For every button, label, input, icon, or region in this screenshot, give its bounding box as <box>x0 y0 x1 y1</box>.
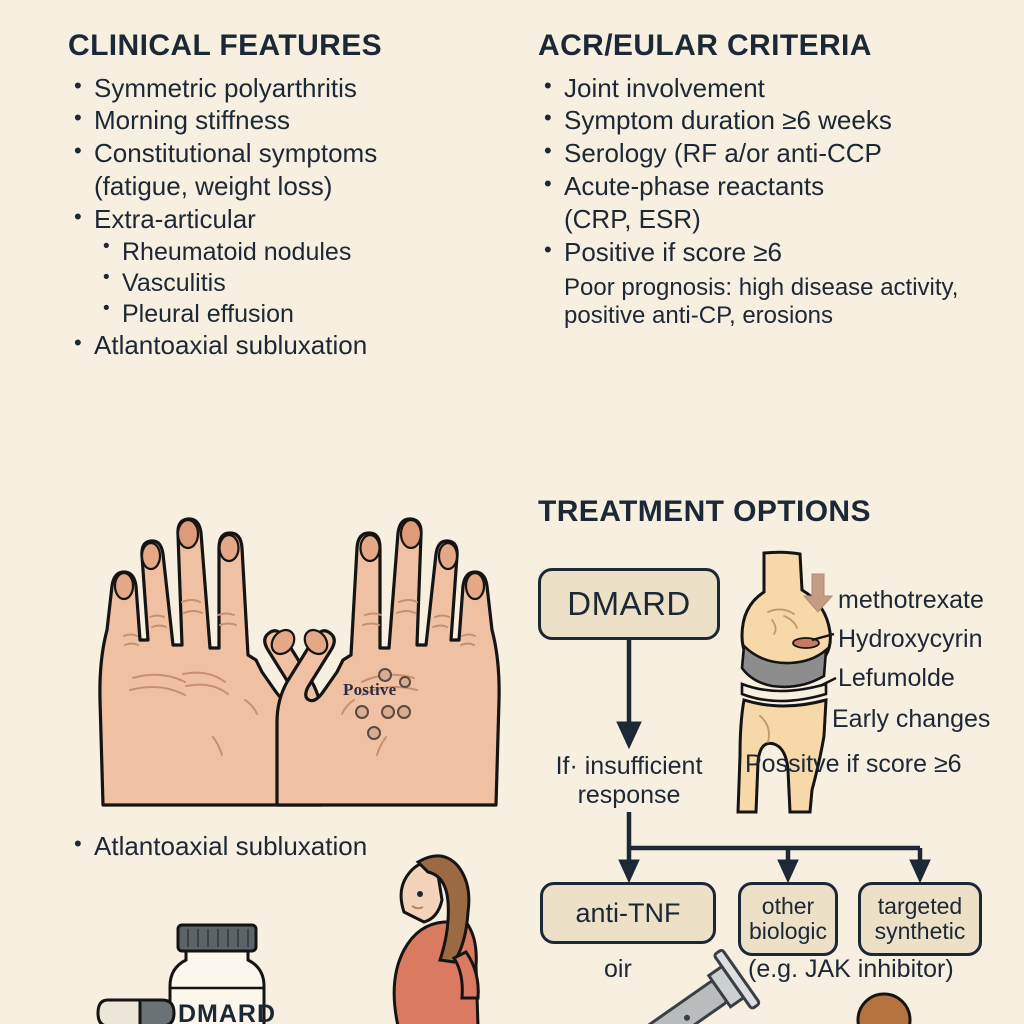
list-item: Acute-phase reactants <box>538 171 1008 202</box>
insufficient-response-label: If· insufficient response <box>555 752 703 809</box>
list-item-continuation: (CRP, ESR) <box>564 204 701 235</box>
oir-label: oir <box>604 955 632 983</box>
other-biologic-node[interactable]: other biologic <box>738 882 838 956</box>
methotrexate-arrow-icon <box>802 573 834 613</box>
woman-figure-illustration <box>392 854 480 1024</box>
acr-eular-heading: ACR/EULAR CRITERIA <box>538 29 872 62</box>
list-item: Joint involvement <box>538 73 1008 104</box>
early-changes-label: Early changes <box>832 705 991 733</box>
lefumolde-label: Lefumolde <box>838 664 955 692</box>
list-item: Extra-articular <box>68 204 508 235</box>
label-leader-lines <box>811 632 837 688</box>
list-item: Serology (RF a/or anti-CCP <box>538 138 1008 169</box>
list-item: Symmetric polyarthritis <box>68 73 508 104</box>
list-item: Pleural effusion <box>98 298 508 329</box>
list-item: Atlantoaxial subluxation <box>68 330 508 361</box>
targeted-synthetic-node[interactable]: targeted synthetic <box>858 882 982 956</box>
clinical-features-list: Symmetric polyarthritis Morning stiffnes… <box>68 73 508 235</box>
acr-eular-criteria-column: ACR/EULAR CRITERIA Joint involvement Sym… <box>538 30 1008 330</box>
treatment-options-heading: TREATMENT OPTIONS <box>538 495 871 528</box>
pill-bottle-label: DMARD <box>178 1000 277 1024</box>
acr-eular-list: Joint involvement Symptom duration ≥6 we… <box>538 73 1008 268</box>
list-item: Vasculitis <box>98 267 508 298</box>
clinical-features-list-extra: Atlantoaxial subluxation <box>68 831 508 862</box>
hydroxycyrin-label: Hydroxycyrin <box>838 625 983 653</box>
list-item-continuation: (fatigue, weight loss) <box>94 171 333 202</box>
person-head-illustration <box>856 992 912 1024</box>
extra-articular-sublist: Rheumatoid nodules Vasculitis Pleural ef… <box>68 236 508 329</box>
poor-prognosis-note: Poor prognosis: high disease activity, p… <box>564 273 959 330</box>
list-item: Rheumatoid nodules <box>98 236 508 267</box>
capsule-illustration <box>96 998 176 1024</box>
list-item: Symptom duration ≥6 weeks <box>538 105 1008 136</box>
atlantoaxial-bullet-below-hands-wrapper: Atlantoaxial subluxation <box>68 831 508 865</box>
anti-tnf-node[interactable]: anti-TNF <box>540 882 716 944</box>
possitive-score-label: Possitve if score ≥6 <box>745 750 962 778</box>
clinical-features-list-tail: Atlantoaxial subluxation <box>68 330 508 361</box>
right-hand-illustration <box>275 517 501 807</box>
list-item: Positive if score ≥6 <box>538 237 1008 268</box>
list-item: Atlantoaxial subluxation <box>68 831 508 862</box>
jak-inhibitor-note: (e.g. JAK inhibitor) <box>748 955 954 983</box>
hand-positive-label: Postive <box>343 680 397 699</box>
left-hand-illustration <box>98 517 324 807</box>
methotrexate-label: methotrexate <box>838 586 984 614</box>
list-item: Constitutional symptoms <box>68 138 508 169</box>
dmard-node[interactable]: DMARD <box>538 568 720 640</box>
clinical-features-column: CLINICAL FEATURES Symmetric polyarthriti… <box>68 30 508 364</box>
list-item: Morning stiffness <box>68 105 508 136</box>
clinical-features-heading: CLINICAL FEATURES <box>68 29 383 62</box>
